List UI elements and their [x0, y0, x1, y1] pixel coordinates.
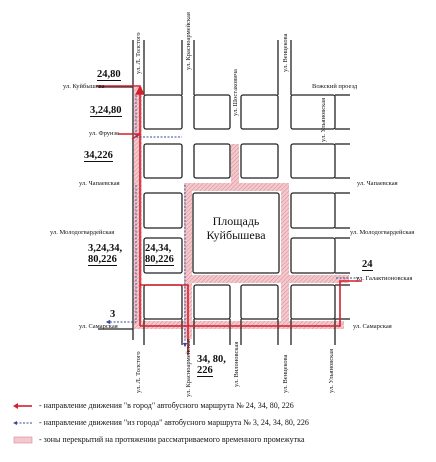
street-label-kuybysheva: ул. Куйбышева [63, 83, 105, 90]
closure-zone-plaza-south [184, 275, 289, 283]
street-label-ulyanovskaya-top: ул. Ульяновская [320, 97, 327, 142]
closure-zone-samarskaya [134, 321, 344, 329]
street-label-frunze: ул. Фрунзе [89, 130, 119, 137]
plaza-name-line2: Куйбышева [206, 228, 266, 242]
street-label-vozhsky: Вожский проезд [312, 83, 358, 90]
legend-from-city: - направление движения "из города" автоб… [12, 418, 309, 428]
street-label-samarskaya-left: ул. Самарская [79, 323, 118, 330]
street-label-galaktionovskaya: ул. Галактионовская [356, 275, 413, 282]
closure-zone-tolstogo [134, 87, 142, 327]
route-label-3: 3 [110, 309, 116, 320]
street-label-venetsianova-top: ул. Венцекова [282, 33, 289, 72]
street-label-krasnoarmeyskaya-bottom: ул. Красноармейская [185, 339, 192, 397]
street-label-krasnoarmeyskaya-top: ул. Красноармейская [185, 12, 192, 70]
plaza-name-line1: Площадь [212, 214, 260, 228]
legend-closure-zones: - зоны перекрытий на протяжении рассматр… [12, 435, 305, 445]
city-blocks [98, 40, 350, 345]
closure-zone-plaza-west [184, 183, 192, 321]
street-label-molodogvardeyskaya-right: ул. Молодогвардейская [350, 229, 415, 236]
street-label-samarskaya-right: ул. Самарская [353, 323, 392, 330]
street-label-chapaevskaya-right: ул. Чапаевская [357, 180, 398, 187]
street-label-venetsianova-bottom: ул. Венцекова [282, 354, 289, 393]
street-label-ulyanovskaya-bottom: ул. Ульяновская [328, 348, 335, 393]
red-arrow-icon [13, 403, 32, 410]
blue-arrow-icon [13, 421, 32, 426]
route-label-34-80-226: 34, 80, 226 [197, 354, 226, 377]
hatched-zone-icon [13, 436, 33, 444]
from-city-route [105, 95, 360, 348]
street-label-shostakovicha: ул. Шостаковича [232, 69, 239, 116]
route-label-24-34-80-226: 24,34, 80,226 [145, 243, 174, 266]
street-label-tolstogo-top: ул. Л. Толстого [135, 32, 142, 74]
plaza-label: Площадь Куйбышева [193, 214, 279, 242]
route-label-24-80: 24,80 [97, 69, 121, 81]
closure-zone-galakt [289, 275, 349, 283]
route-label-34-226: 34,226 [84, 150, 113, 162]
route-label-24: 24 [362, 259, 373, 271]
legend-to-city: - направление движения "в город" автобус… [12, 401, 294, 411]
street-label-tolstogo-bottom: ул. Л. Толстого [135, 351, 142, 393]
street-label-vilonovskaya: ул. Вилоновская [233, 341, 240, 387]
route-label-3-24-34-80-226: 3,24,34, 80,226 [88, 243, 123, 266]
closure-zone-shostakovicha [231, 144, 239, 191]
street-label-molodogvardeyskaya-left: ул. Молодогвардейская [50, 229, 115, 236]
route-label-3-24-80: 3,24,80 [90, 105, 122, 117]
street-label-chapaevskaya-left: ул. Чапаевская [79, 180, 120, 187]
closure-zone-plaza-east [281, 183, 289, 321]
